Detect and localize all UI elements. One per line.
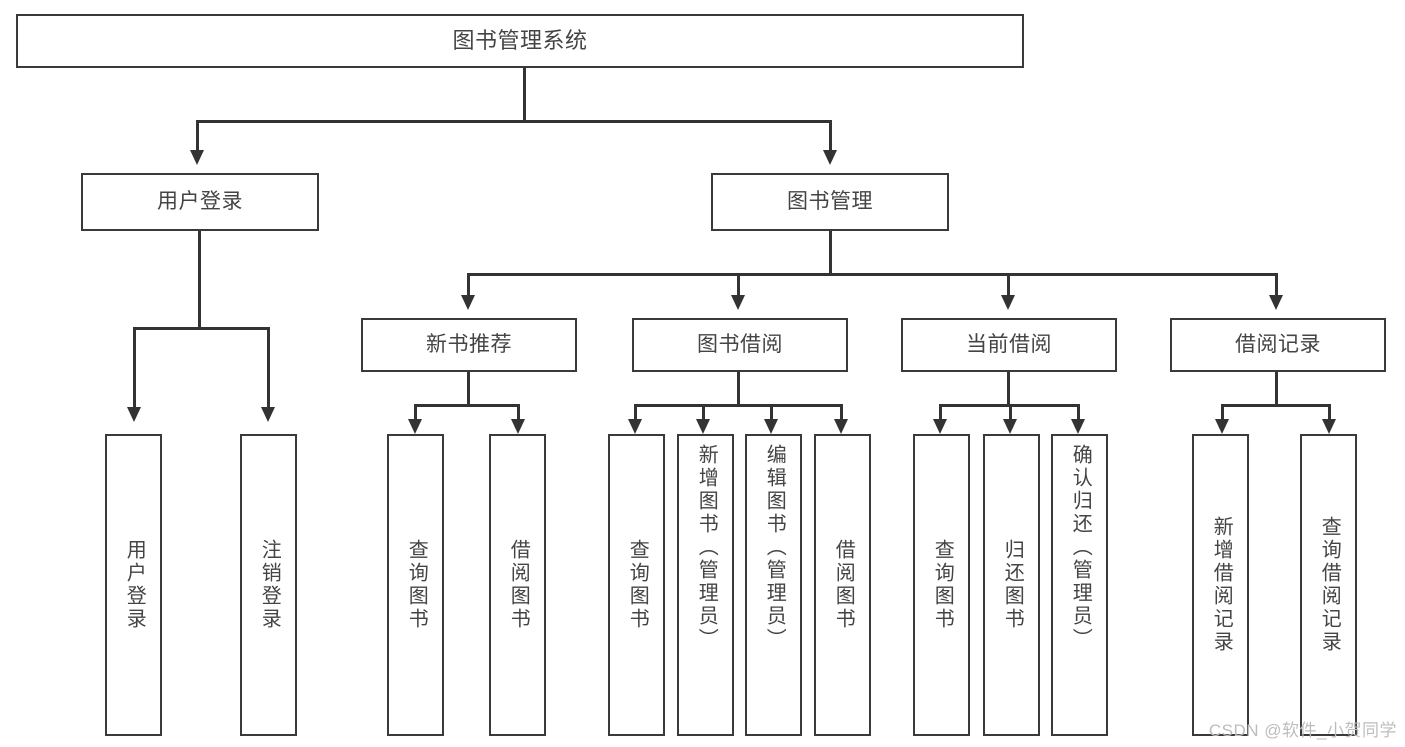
connector-user-login-stem <box>198 231 201 329</box>
connector-current-borrow-to-leaf-2 <box>1009 404 1012 422</box>
node-label: 查询图书 <box>626 539 649 631</box>
node-label: 新增图书（管理员） <box>695 444 718 651</box>
leaf-logout-login[interactable]: 注销登录 <box>240 434 297 736</box>
arrowhead-bm-to-book-borrow <box>731 295 745 310</box>
node-label: 用户登录 <box>123 539 146 631</box>
node-book-management[interactable]: 图书管理 <box>711 173 949 231</box>
connector-user-login-bus <box>133 327 270 330</box>
leaf-query-book-1[interactable]: 查询图书 <box>387 434 444 736</box>
connector-book-borrow-to-leaf-1 <box>634 404 637 422</box>
leaf-query-book-2[interactable]: 查询图书 <box>608 434 665 736</box>
connector-root-to-user-login <box>196 120 199 152</box>
connector-book-borrow-stem <box>737 372 740 406</box>
leaf-confirm-return[interactable]: 确认归还（管理员） <box>1051 434 1108 736</box>
arrowhead-borrow-record-to-leaf-1 <box>1215 419 1229 434</box>
connector-bm-to-current-borrow <box>1007 273 1010 297</box>
node-label: 借阅图书 <box>507 539 530 631</box>
arrowhead-book-borrow-to-leaf-4 <box>834 419 848 434</box>
connector-bm-to-new-book <box>467 273 470 297</box>
arrowhead-user-login-to-leaf-2 <box>261 407 275 422</box>
connector-borrow-record-stem <box>1275 372 1278 406</box>
arrowhead-bm-to-new-book <box>461 295 475 310</box>
leaf-borrow-book-1[interactable]: 借阅图书 <box>489 434 546 736</box>
connector-new-book-to-leaf-2 <box>517 404 520 422</box>
connector-new-book-stem <box>467 372 470 406</box>
leaf-add-record[interactable]: 新增借阅记录 <box>1192 434 1249 736</box>
connector-root-bus <box>196 120 832 123</box>
connector-book-management-bus <box>467 273 1278 276</box>
connector-user-login-to-leaf-2 <box>267 327 270 409</box>
node-label: 新书推荐 <box>426 332 512 356</box>
connector-new-book-to-leaf-1 <box>414 404 417 422</box>
node-label: 图书借阅 <box>697 332 783 356</box>
node-label: 确认归还（管理员） <box>1069 444 1092 651</box>
connector-current-borrow-to-leaf-1 <box>939 404 942 422</box>
connector-root-to-book-management <box>829 120 832 152</box>
node-label: 用户登录 <box>157 189 243 213</box>
connector-book-borrow-to-leaf-4 <box>840 404 843 422</box>
node-label: 当前借阅 <box>966 332 1052 356</box>
arrowhead-book-borrow-to-leaf-3 <box>764 419 778 434</box>
node-borrow-record[interactable]: 借阅记录 <box>1170 318 1386 372</box>
node-label: 编辑图书（管理员） <box>763 444 786 651</box>
connector-borrow-record-to-leaf-2 <box>1328 404 1331 422</box>
node-root-book-management-system[interactable]: 图书管理系统 <box>16 14 1024 68</box>
connector-book-borrow-to-leaf-3 <box>770 404 773 422</box>
arrowhead-book-borrow-to-leaf-2 <box>696 419 710 434</box>
connector-user-login-to-leaf-1 <box>133 327 136 409</box>
arrowhead-user-login-to-leaf-1 <box>127 407 141 422</box>
connector-current-borrow-stem <box>1007 372 1010 406</box>
arrowhead-current-borrow-to-leaf-2 <box>1003 419 1017 434</box>
node-label: 归还图书 <box>1001 539 1024 631</box>
leaf-return-book[interactable]: 归还图书 <box>983 434 1040 736</box>
node-label: 注销登录 <box>258 539 281 631</box>
connector-book-borrow-bus <box>634 404 843 407</box>
connector-root-stem <box>523 68 526 122</box>
node-label: 图书管理系统 <box>452 28 588 54</box>
arrowhead-bm-to-current-borrow <box>1001 295 1015 310</box>
connector-borrow-record-to-leaf-1 <box>1221 404 1224 422</box>
connector-current-borrow-to-leaf-3 <box>1077 404 1080 422</box>
node-label: 新增借阅记录 <box>1210 516 1233 654</box>
leaf-edit-book[interactable]: 编辑图书（管理员） <box>745 434 802 736</box>
node-book-borrow[interactable]: 图书借阅 <box>632 318 848 372</box>
node-label: 查询借阅记录 <box>1318 516 1341 654</box>
connector-book-borrow-to-leaf-2 <box>702 404 705 422</box>
arrowhead-root-to-book-management <box>823 150 837 165</box>
node-label: 查询图书 <box>931 539 954 631</box>
leaf-query-book-3[interactable]: 查询图书 <box>913 434 970 736</box>
connector-bm-to-borrow-record <box>1275 273 1278 297</box>
node-label: 图书管理 <box>787 189 873 213</box>
leaf-add-book[interactable]: 新增图书（管理员） <box>677 434 734 736</box>
arrowhead-current-borrow-to-leaf-1 <box>933 419 947 434</box>
node-new-book-recommend[interactable]: 新书推荐 <box>361 318 577 372</box>
arrowhead-new-book-to-leaf-2 <box>511 419 525 434</box>
connector-bm-to-book-borrow <box>737 273 740 297</box>
node-current-borrow[interactable]: 当前借阅 <box>901 318 1117 372</box>
leaf-query-record[interactable]: 查询借阅记录 <box>1300 434 1357 736</box>
node-label: 借阅记录 <box>1235 332 1321 356</box>
node-label: 借阅图书 <box>832 539 855 631</box>
arrowhead-new-book-to-leaf-1 <box>408 419 422 434</box>
connector-new-book-bus <box>414 404 520 407</box>
connector-book-management-stem <box>829 231 832 275</box>
node-user-login[interactable]: 用户登录 <box>81 173 319 231</box>
arrowhead-borrow-record-to-leaf-2 <box>1322 419 1336 434</box>
arrowhead-current-borrow-to-leaf-3 <box>1071 419 1085 434</box>
arrowhead-root-to-user-login <box>190 150 204 165</box>
arrowhead-bm-to-borrow-record <box>1269 295 1283 310</box>
arrowhead-book-borrow-to-leaf-1 <box>628 419 642 434</box>
connector-borrow-record-bus <box>1221 404 1331 407</box>
leaf-borrow-book-2[interactable]: 借阅图书 <box>814 434 871 736</box>
leaf-user-login[interactable]: 用户登录 <box>105 434 162 736</box>
node-label: 查询图书 <box>405 539 428 631</box>
